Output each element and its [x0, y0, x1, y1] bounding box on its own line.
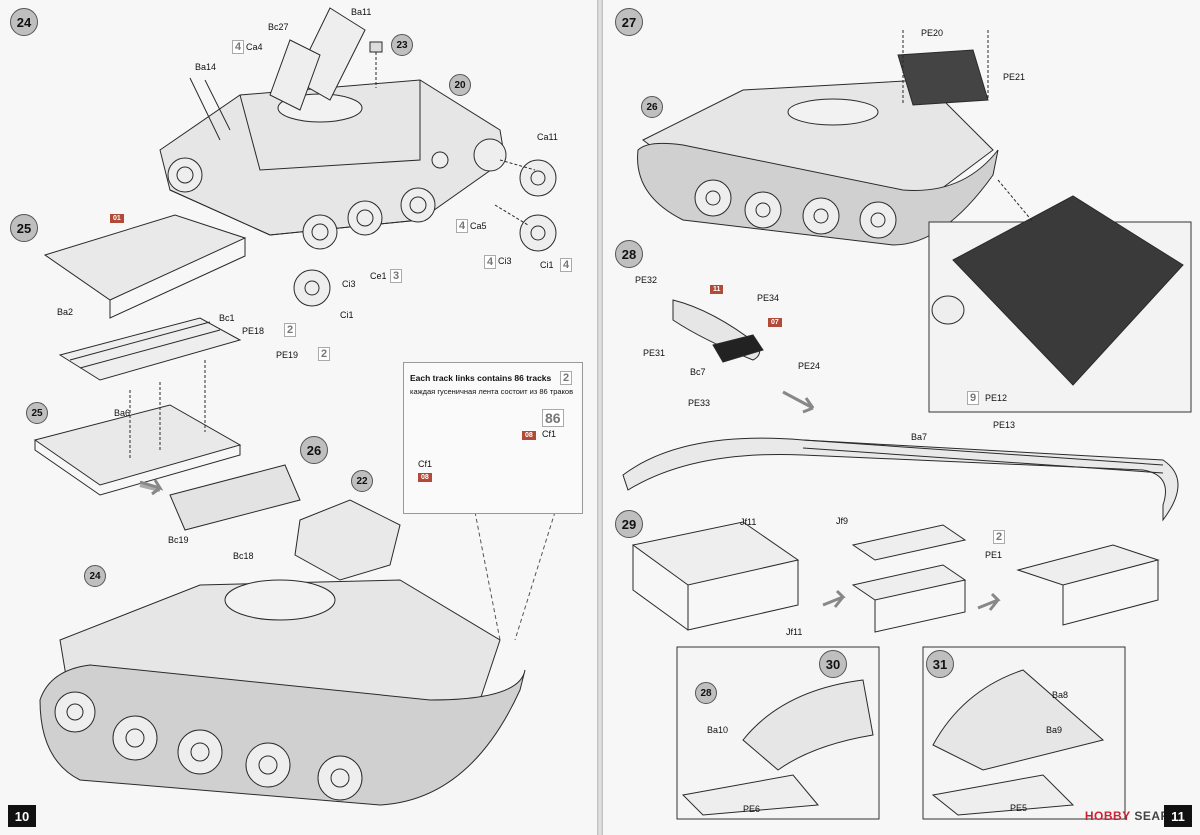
part-label-ca5: Ca5: [470, 221, 487, 231]
part-label-bc7: Bc7: [690, 367, 706, 377]
part-label-pe24: PE24: [798, 361, 821, 371]
part-label-ba6: Ba6: [114, 408, 131, 418]
step24-hull-drawing: [159, 7, 557, 307]
left-page: 24 25 26 Ba11 Bc27 Ca4 4 Ba14 23 20 Ca11…: [0, 0, 597, 835]
part-label-ba8: Ba8: [1052, 690, 1069, 700]
quantity-badge: 4: [484, 255, 497, 269]
book-gutter: [597, 0, 603, 835]
step-number-27: 27: [615, 8, 643, 36]
part-label-ba14: Ba14: [195, 62, 217, 72]
part-label-bc18: Bc18: [233, 551, 254, 561]
step-number-29: 29: [615, 510, 643, 538]
ref-step-28: 28: [695, 682, 717, 704]
part-label-ci3: Ci3: [498, 256, 512, 266]
part-label-pe21: PE21: [1003, 72, 1026, 82]
step-number-26: 26: [300, 436, 328, 464]
part-label-pe20: PE20: [921, 28, 944, 38]
part-label-bc27: Bc27: [268, 22, 289, 32]
part-label-ba10: Ba10: [707, 725, 729, 735]
step27-detail-drawing: [928, 179, 1192, 413]
part-label-cf1: Cf1: [542, 429, 557, 439]
part-label-ba9: Ba9: [1046, 725, 1063, 735]
quantity-badge: 86: [542, 409, 564, 427]
step27-tank-drawing: [637, 30, 999, 246]
color-tag-08: 08: [418, 473, 432, 482]
part-label-bc19: Bc19: [168, 535, 189, 545]
right-page-drawings: [622, 30, 1192, 820]
step-number-25: 25: [10, 214, 38, 242]
part-label-ci3: Ci3: [342, 279, 356, 289]
quantity-badge: 2: [284, 323, 297, 337]
part-label-pe6: PE6: [743, 804, 761, 814]
page-number: 10: [8, 805, 36, 827]
step30-31-drawings: [676, 646, 1126, 820]
step-number-30: 30: [819, 650, 847, 678]
part-label-ci1: Ci1: [340, 310, 354, 320]
step26-tank-drawing: [39, 464, 526, 806]
part-label-ca11: Ca11: [537, 132, 558, 142]
step29-boxes-drawing: [631, 521, 1160, 633]
track-note-subtitle: каждая гусеничная лента состоит из 86 тр…: [410, 387, 574, 396]
quantity-badge: 2: [993, 530, 1006, 544]
part-label-ce1: Ce1: [370, 271, 387, 281]
part-label-ba11: Ba11: [351, 7, 372, 17]
part-label-jf9: Jf9: [836, 516, 849, 526]
color-tag-08: 08: [522, 431, 536, 440]
part-label-ba7: Ba7: [911, 432, 928, 442]
quantity-badge: 2: [318, 347, 331, 361]
ref-step-26: 26: [641, 96, 663, 118]
part-label-pe1: PE1: [985, 550, 1003, 560]
part-label-cf1: Cf1: [418, 459, 433, 469]
quantity-badge: 3: [390, 269, 403, 283]
quantity-badge: 4: [456, 219, 469, 233]
step25-plates-drawing: [33, 214, 247, 496]
ref-step-24: 24: [84, 565, 106, 587]
track-links-note: Each track links contains 86 tracks кажд…: [403, 362, 583, 514]
right-page: 27 28 29 30 31 PE20 PE21 26 9 PE12 PE32 …: [603, 0, 1200, 835]
page-number: 11: [1164, 805, 1192, 827]
part-label-pe32: PE32: [635, 275, 658, 285]
quantity-badge: 9: [967, 391, 980, 405]
quantity-badge: 4: [560, 258, 573, 272]
part-label-jf11: Jf11: [786, 627, 803, 637]
color-tag-11: 11: [710, 285, 724, 294]
step28-drawing: [622, 299, 1179, 522]
part-label-pe31: PE31: [643, 348, 666, 358]
ref-step-25: 25: [26, 402, 48, 424]
part-label-pe19: PE19: [276, 350, 299, 360]
track-note-title: Each track links contains 86 tracks: [410, 373, 552, 383]
color-tag-07: 07: [768, 318, 782, 327]
step-number-31: 31: [926, 650, 954, 678]
part-label-jf11: Jf11: [740, 517, 757, 527]
quantity-badge: 4: [232, 40, 245, 54]
part-label-ba2: Ba2: [57, 307, 74, 317]
part-label-pe34: PE34: [757, 293, 780, 303]
part-label-pe13: PE13: [993, 420, 1016, 430]
step-number-28: 28: [615, 240, 643, 268]
part-label-pe12: PE12: [985, 393, 1008, 403]
part-label-ci1: Ci1: [540, 260, 554, 270]
watermark-brand: HOBBY: [1084, 809, 1131, 823]
color-tag-01: 01: [110, 214, 124, 223]
part-label-pe5: PE5: [1010, 803, 1028, 813]
quantity-badge: 2: [560, 371, 573, 385]
step-number-24: 24: [10, 8, 38, 36]
ref-step-20: 20: [449, 74, 471, 96]
part-label-pe18: PE18: [242, 326, 265, 336]
part-label-pe33: PE33: [688, 398, 711, 408]
ref-step-22: 22: [351, 470, 373, 492]
part-label-ca4: Ca4: [246, 42, 263, 52]
part-label-bc1: Bc1: [219, 313, 235, 323]
ref-step-23: 23: [391, 34, 413, 56]
